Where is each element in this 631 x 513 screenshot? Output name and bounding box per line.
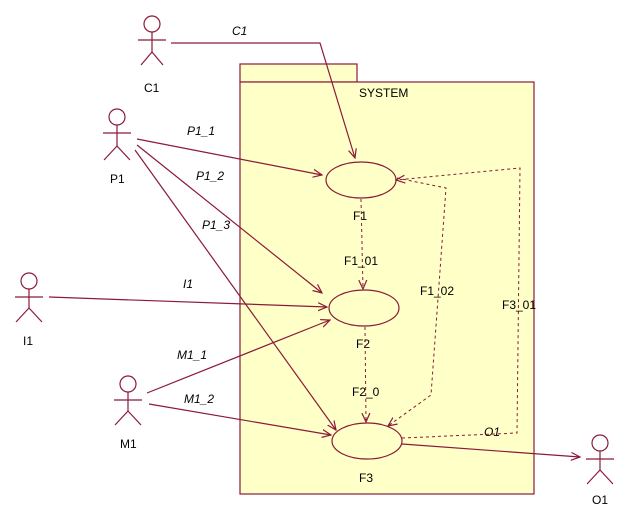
assoc-m1-2[interactable]: M1_2 bbox=[148, 392, 331, 435]
actor-o1[interactable]: O1 bbox=[586, 434, 614, 507]
dependency-f3-01-label: F3_01 bbox=[502, 298, 536, 312]
assoc-c1[interactable]: C1 bbox=[171, 24, 355, 158]
dependency-f1-01-label: F1_01 bbox=[344, 254, 378, 268]
use-case-f1-label: F1 bbox=[353, 209, 367, 223]
assoc-o1-label: O1 bbox=[484, 425, 500, 439]
actor-p1-label: P1 bbox=[110, 172, 125, 186]
assoc-p1-3[interactable]: P1_3 bbox=[134, 149, 336, 430]
use-case-f3-label: F3 bbox=[359, 471, 373, 485]
use-case-f2-label: F2 bbox=[356, 337, 370, 351]
assoc-m1-2-label: M1_2 bbox=[184, 392, 214, 406]
dependency-f3-01[interactable]: F3_01 bbox=[396, 167, 536, 439]
actor-m1-label: M1 bbox=[120, 437, 137, 451]
assoc-o1[interactable]: O1 bbox=[401, 425, 580, 457]
assoc-m1-1-label: M1_1 bbox=[177, 348, 207, 362]
dependency-f2-0[interactable]: F2_0 bbox=[352, 326, 380, 422]
actor-o1-label: O1 bbox=[592, 493, 608, 507]
actor-m1[interactable]: M1 bbox=[114, 375, 142, 451]
use-case-f1[interactable]: F1 bbox=[325, 161, 397, 223]
dependency-f1-02-label: F1_02 bbox=[420, 284, 454, 298]
dependency-f2-0-label: F2_0 bbox=[352, 385, 380, 399]
assoc-i1-label: I1 bbox=[183, 277, 193, 291]
actor-i1[interactable]: I1 bbox=[15, 272, 43, 348]
assoc-p1-1[interactable]: P1_1 bbox=[136, 124, 322, 175]
assoc-i1[interactable]: I1 bbox=[48, 277, 327, 307]
actor-p1[interactable]: P1 bbox=[103, 108, 131, 186]
assoc-p1-2-label: P1_2 bbox=[196, 169, 224, 183]
assoc-p1-3-label: P1_3 bbox=[202, 218, 230, 232]
assoc-c1-label: C1 bbox=[232, 24, 247, 38]
package-tab bbox=[239, 63, 358, 83]
assoc-p1-2[interactable]: P1_2 bbox=[136, 144, 322, 293]
assoc-p1-1-label: P1_1 bbox=[187, 124, 215, 138]
dependency-f1-02[interactable]: F1_02 bbox=[388, 177, 454, 426]
system-label: SYSTEM bbox=[359, 86, 408, 100]
use-case-f3[interactable]: F3 bbox=[331, 422, 403, 485]
actor-c1[interactable]: C1 bbox=[138, 15, 166, 95]
actor-i1-label: I1 bbox=[23, 334, 33, 348]
assoc-m1-1[interactable]: M1_1 bbox=[146, 320, 330, 394]
actor-c1-label: C1 bbox=[144, 81, 160, 95]
dependency-f1-01[interactable]: F1_01 bbox=[344, 198, 378, 289]
